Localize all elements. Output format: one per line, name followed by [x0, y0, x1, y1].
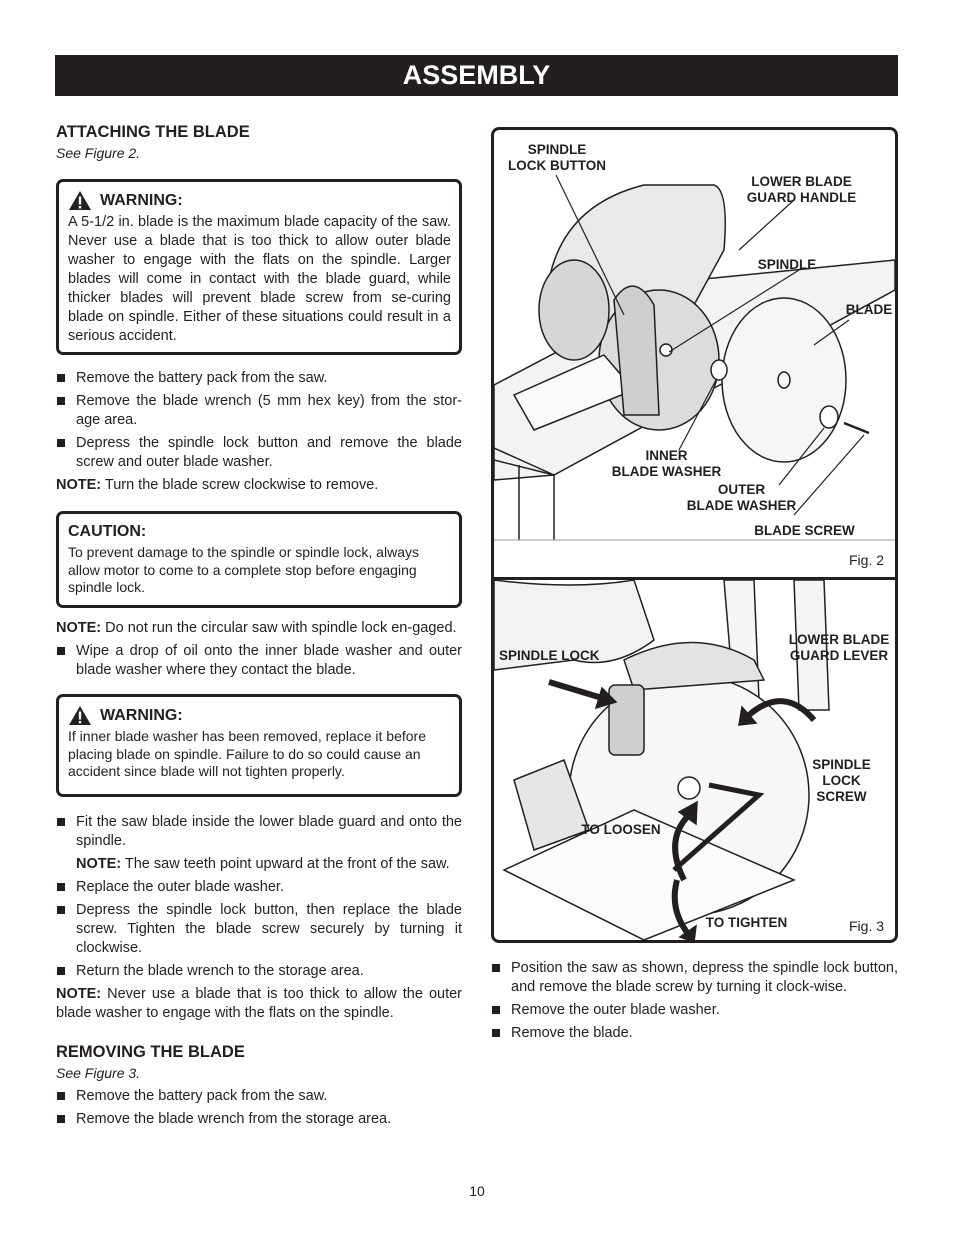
label-to-loosen: TO LOOSEN [581, 822, 661, 837]
list-item: Position the saw as shown, depress the s… [491, 959, 898, 997]
attaching-heading: ATTACHING THE BLADE [56, 123, 250, 141]
removing-steps-right: Position the saw as shown, depress the s… [491, 959, 898, 1043]
section-banner: ASSEMBLY [55, 55, 898, 96]
caution-text: To prevent damage to the spindle or spin… [68, 544, 419, 595]
steps-list-3: Fit the saw blade inside the lower blade… [56, 813, 462, 851]
see-figure-3: See Figure 3. [56, 1065, 141, 1081]
note-1: NOTE: Turn the blade screw clockwise to … [56, 477, 379, 493]
label-blade: BLADE [845, 302, 893, 317]
list-item: Wipe a drop of oil onto the inner blade … [56, 642, 462, 680]
warning-triangle-icon [69, 191, 91, 210]
list-item: Remove the blade. [491, 1024, 898, 1043]
fig3-illustration [494, 580, 830, 940]
removing-heading: REMOVING THE BLADE [56, 1043, 245, 1061]
figure-divider [494, 577, 895, 580]
warning-title: WARNING: [100, 191, 183, 209]
steps-list-2: Wipe a drop of oil onto the inner blade … [56, 642, 462, 680]
list-item: Remove the blade wrench (5 mm hex key) f… [56, 392, 462, 430]
label-blade-screw: BLADE SCREW [754, 523, 855, 538]
note-2: NOTE: Do not run the circular saw with s… [56, 620, 457, 636]
label-spindle: SPINDLE [757, 257, 817, 272]
list-item: Replace the outer blade washer. [56, 878, 462, 897]
warning-triangle-icon [69, 706, 91, 725]
list-item: Fit the saw blade inside the lower blade… [56, 813, 462, 851]
page-number: 10 [469, 1183, 485, 1199]
note-3: NOTE: Never use a blade that is too thic… [56, 986, 462, 1021]
list-item: Remove the outer blade washer. [491, 1001, 898, 1020]
warning-text: A 5-1/2 in. blade is the maximum blade c… [68, 214, 451, 344]
sub-note: NOTE: The saw teeth point upward at the … [76, 856, 450, 872]
list-item: Return the blade wrench to the storage a… [56, 962, 462, 981]
caution-box: CAUTION: To prevent damage to the spindl… [56, 511, 462, 608]
right-column: Position the saw as shown, depress the s… [491, 959, 898, 1047]
warning-title: WARNING: [100, 706, 183, 724]
list-item: Depress the spindle lock button and remo… [56, 434, 462, 472]
list-item: Remove the battery pack from the saw. [56, 369, 462, 388]
fig2-illustration [494, 174, 895, 541]
label-spindle-lock: SPINDLE LOCK [499, 648, 600, 663]
fig2-caption: Fig. 2 [849, 552, 885, 568]
page-title: ASSEMBLY [402, 60, 551, 90]
warning-box-1: WARNING: A 5-1/2 in. blade is the maximu… [56, 179, 462, 355]
label-to-tighten: TO TIGHTEN [705, 915, 788, 930]
see-figure-2: See Figure 2. [56, 145, 141, 161]
steps-list-4: Replace the outer blade washer. Depress … [56, 878, 462, 981]
list-item: Remove the battery pack from the saw. [56, 1087, 462, 1106]
warning-text: If inner blade washer has been removed, … [68, 728, 426, 779]
left-column: ATTACHING THE BLADE See Figure 2. WARNIN… [56, 122, 462, 1133]
list-item: Remove the blade wrench from the storage… [56, 1110, 462, 1129]
fig3-caption: Fig. 3 [849, 918, 885, 934]
removing-steps-left: Remove the battery pack from the saw. Re… [56, 1087, 462, 1129]
warning-box-2: WARNING: If inner blade washer has been … [56, 694, 462, 797]
list-item: Depress the spindle lock button, then re… [56, 901, 462, 958]
caution-title: CAUTION: [68, 523, 147, 540]
steps-list-1: Remove the battery pack from the saw. Re… [56, 369, 462, 472]
